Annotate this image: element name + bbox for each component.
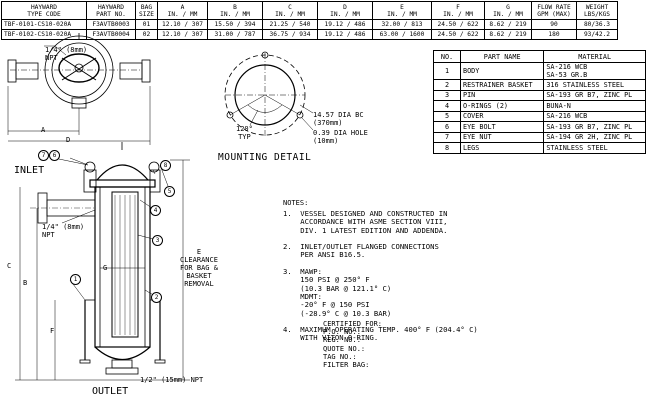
dim-d-label: D: [66, 136, 71, 144]
top-view-drawing: [7, 33, 151, 145]
parts-cell-material: STAINLESS STEEL: [543, 142, 646, 154]
dimensions-table: HAYWARD TYPE CODE HAYWARD PART NO. BAG S…: [1, 1, 618, 40]
parts-cell-name: BODY: [459, 62, 545, 80]
dim-f-label: F: [50, 327, 55, 335]
header-f: F IN. / MM: [431, 1, 485, 20]
header-g: G IN. / MM: [484, 1, 532, 20]
parts-cell-material: SA-194 GR 2H, ZINC PL: [543, 131, 646, 143]
clearance-label: E CLEARANCE FOR BAG & BASKET REMOVAL: [180, 248, 218, 288]
parts-cell-name: LEGS: [459, 142, 545, 154]
inlet-label: INLET: [14, 165, 45, 176]
mounting-detail-drawing: [224, 51, 314, 137]
drain-npt-label: 1/2" (15mm) NPT: [140, 376, 204, 384]
callout-bubble: 8: [160, 160, 171, 171]
certified-block: CERTIFIED FOR: P.O. NO.: REG. NO.: QUOTE…: [323, 320, 383, 370]
callout-bubble: 3: [152, 235, 163, 246]
top-view-npt-label: 1/4" (8mm) NPT: [45, 46, 88, 62]
side-view-drawing: [15, 142, 190, 381]
table-cell: 93/42.2: [576, 29, 618, 40]
notes-heading: NOTES:: [283, 199, 309, 207]
outlet-label: OUTLET: [92, 386, 129, 397]
header-flow-rate: FLOW RATE GPM (MAX): [531, 1, 577, 20]
mounting-detail-title: MOUNTING DETAIL: [218, 152, 312, 163]
callout-bubble: 2: [151, 292, 162, 303]
notes-text: 1. VESSEL DESIGNED AND CONSTRUCTED IN AC…: [283, 209, 478, 343]
parts-cell-material: SA-193 GR B7, ZINC PL: [543, 121, 646, 133]
dim-c-label: C: [7, 262, 12, 270]
dim-a-label: A: [41, 126, 46, 134]
callout-bubble: 1: [70, 274, 81, 285]
angle-label: 120° TYP: [236, 125, 253, 141]
parts-header-row: NO. PART NAME MATERIAL: [433, 50, 646, 63]
vent-npt-label: 1/4" (8mm) NPT: [42, 223, 85, 239]
callout-bubble: 4: [150, 205, 161, 216]
hole-dia-label: 0.39 DIA HOLE (10mm): [313, 129, 368, 145]
dim-g-label: G: [103, 264, 108, 272]
dim-b-label: B: [23, 279, 28, 287]
bolt-circle-label: 14.57 DIA BC (370mm): [313, 111, 364, 127]
parts-cell-name: EYE BOLT: [459, 121, 545, 133]
parts-cell-material: SA-216 WCB SA-53 GR.B: [543, 62, 646, 80]
parts-cell-name: EYE NUT: [459, 131, 545, 143]
callout-bubble: 5: [164, 186, 175, 197]
callout-bubble: 6: [49, 150, 60, 161]
header-weight: WEIGHT LBS/KGS: [576, 1, 618, 20]
callout-bubble: 7: [38, 150, 49, 161]
